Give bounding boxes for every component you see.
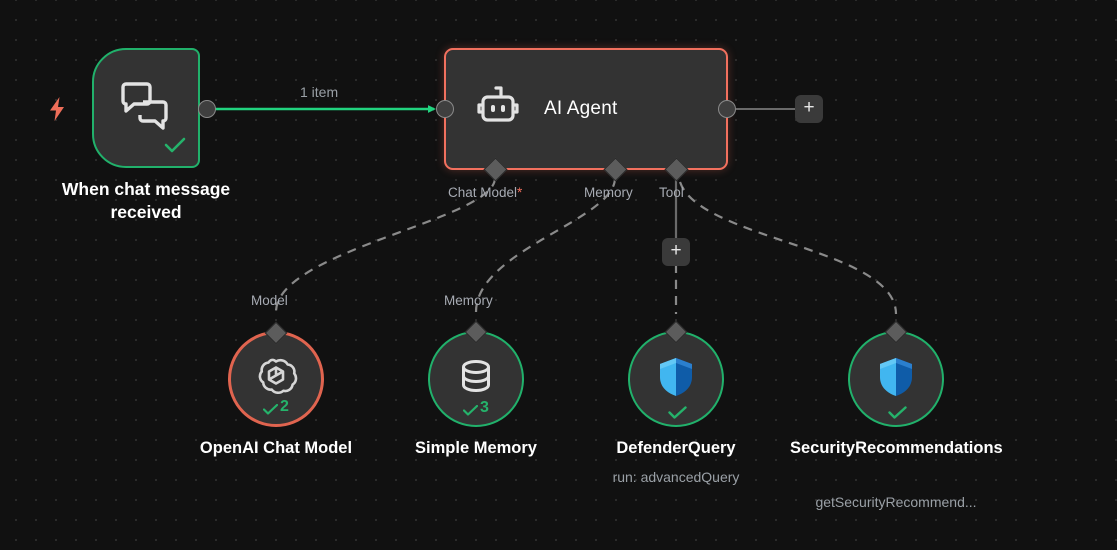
lightning-bolt-icon (46, 96, 68, 122)
endpoint-label-chat-model: Chat Model* (448, 185, 523, 200)
sub-endpoint-label-memory: Memory (444, 293, 493, 308)
status-defenderquery (630, 406, 722, 419)
node-label-securityrecommendations: SecurityRecommendations (790, 439, 1003, 457)
status-simple-memory: 3 (430, 399, 522, 417)
trigger-output-dot[interactable] (198, 100, 216, 118)
add-tool-button[interactable]: + (662, 238, 690, 266)
add-node-button-main[interactable]: + (795, 95, 823, 123)
check-icon (887, 406, 907, 419)
node-ai-agent[interactable]: AI Agent (444, 48, 728, 170)
node-subtitle-defenderquery: run: advancedQuery (612, 469, 740, 485)
chat-bubbles-icon (119, 81, 173, 135)
status-securityrecommendations (850, 406, 942, 419)
sub-endpoint-label-model: Model (251, 293, 288, 308)
check-icon (667, 406, 687, 419)
run-count-openai: 2 (280, 398, 289, 415)
node-openai-chat-model[interactable]: 2 (228, 321, 324, 427)
check-icon (262, 402, 279, 415)
endpoint-label-memory: Memory (584, 185, 633, 200)
node-when-chat-message-received[interactable] (92, 48, 200, 168)
node-label-trigger: When chat message received (61, 179, 231, 222)
node-label-openai-chat-model: OpenAI Chat Model (199, 439, 353, 457)
endpoint-label-tool: Tool (659, 185, 684, 200)
node-label-defenderquery: DefenderQuery (616, 439, 736, 457)
status-openai: 2 (231, 398, 321, 416)
check-icon (462, 403, 479, 416)
node-subtitle-securityrecommendations: getSecurityRecommend... (815, 494, 977, 510)
run-count-simple-memory: 3 (480, 399, 489, 416)
openai-icon (253, 354, 299, 405)
node-title-ai-agent: AI Agent (544, 98, 618, 119)
defender-shield-icon (876, 355, 916, 404)
connection-items-label: 1 item (300, 84, 339, 100)
database-icon (455, 355, 497, 404)
defender-shield-icon (656, 355, 696, 404)
node-label-simple-memory: Simple Memory (415, 439, 537, 457)
check-icon (164, 137, 186, 158)
wire-tool-to-securityrecommendations (678, 181, 898, 315)
node-defenderquery[interactable] (628, 320, 724, 427)
sub-endpoint-diamond-defenderquery[interactable] (664, 320, 688, 344)
agent-input-dot[interactable] (436, 100, 454, 118)
agent-output-dot[interactable] (718, 100, 736, 118)
sub-endpoint-diamond-memory[interactable] (464, 320, 488, 344)
sub-endpoint-diamond-securityrecommendations[interactable] (884, 320, 908, 344)
robot-icon (474, 85, 522, 134)
node-securityrecommendations[interactable] (848, 320, 944, 427)
node-simple-memory[interactable]: 3 (428, 320, 524, 427)
sub-endpoint-diamond-openai[interactable] (264, 321, 288, 345)
